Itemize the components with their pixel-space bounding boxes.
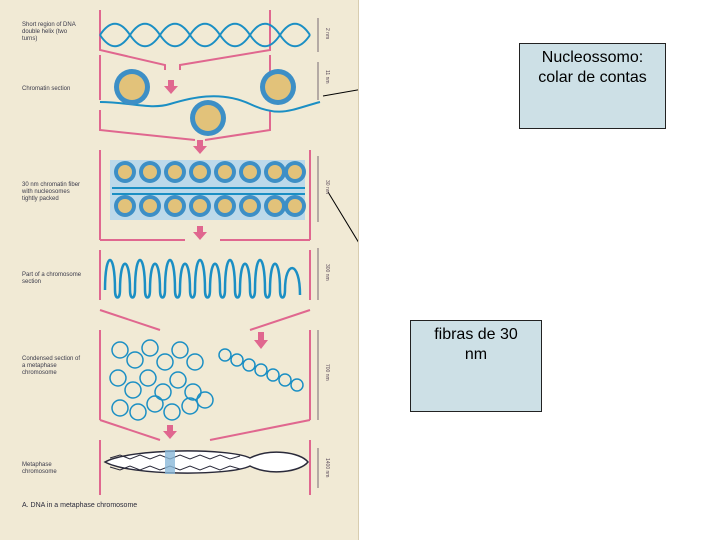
label-chromosome-section: Part of a chromosome section [22, 272, 82, 285]
figure-caption: A. DNA in a metaphase chromosome [22, 502, 138, 509]
arrow-2 [193, 140, 207, 154]
packed-fiber [110, 160, 306, 220]
funnel-guide-1 [99, 10, 271, 70]
label-metaphase-chromosome: Metaphase chromosome [22, 462, 57, 475]
callout-nucleosome: Nucleossomo: colar de contas [519, 43, 666, 129]
fiber-leader [327, 191, 358, 243]
chromosome-loops [103, 258, 302, 299]
funnel-guide-3 [99, 309, 311, 331]
arrow-1 [164, 80, 178, 94]
arrow-3 [193, 226, 207, 240]
frame-guide-6 [99, 440, 311, 495]
label-30nm-fiber: 30 nm chromatin fiber with nucleosomes t… [22, 182, 81, 202]
callout-leaders [322, 89, 358, 243]
callout-30nm-fiber: fibras de 30 nm [410, 320, 542, 412]
arrow-4 [254, 332, 268, 349]
nucleosome-leader [322, 89, 358, 97]
linker-dna [99, 95, 321, 113]
dna-helix [99, 22, 311, 48]
condensed-coils [109, 339, 304, 421]
diagram-artwork [99, 10, 358, 495]
funnel-guide-4 [99, 419, 311, 441]
scale-1400nm: 1400 nm [324, 458, 330, 478]
label-condensed-section: Condensed section of a metaphase chromos… [22, 356, 81, 376]
funnel-guide-2 [99, 110, 271, 141]
scale-11nm: 11 nm [324, 70, 330, 84]
label-chromatin-section: Chromatin section [22, 86, 71, 92]
label-dna-helix: Short region of DNA double helix (two tu… [22, 22, 76, 42]
frame-guide-4 [99, 250, 311, 300]
chromatin-diagram: Short region of DNA double helix (two tu… [0, 0, 359, 540]
scale-30nm: 30 nm [324, 180, 330, 194]
scale-2nm: 2 nm [324, 28, 330, 40]
metaphase-chromosome [103, 450, 309, 474]
frame-guide-2 [99, 150, 311, 240]
arrow-5 [163, 425, 177, 439]
frame-guide-5 [99, 330, 311, 420]
nucleosomes-beads [114, 69, 296, 136]
scale-300nm: 300 nm [324, 264, 330, 281]
scale-700nm: 700 nm [324, 364, 330, 381]
